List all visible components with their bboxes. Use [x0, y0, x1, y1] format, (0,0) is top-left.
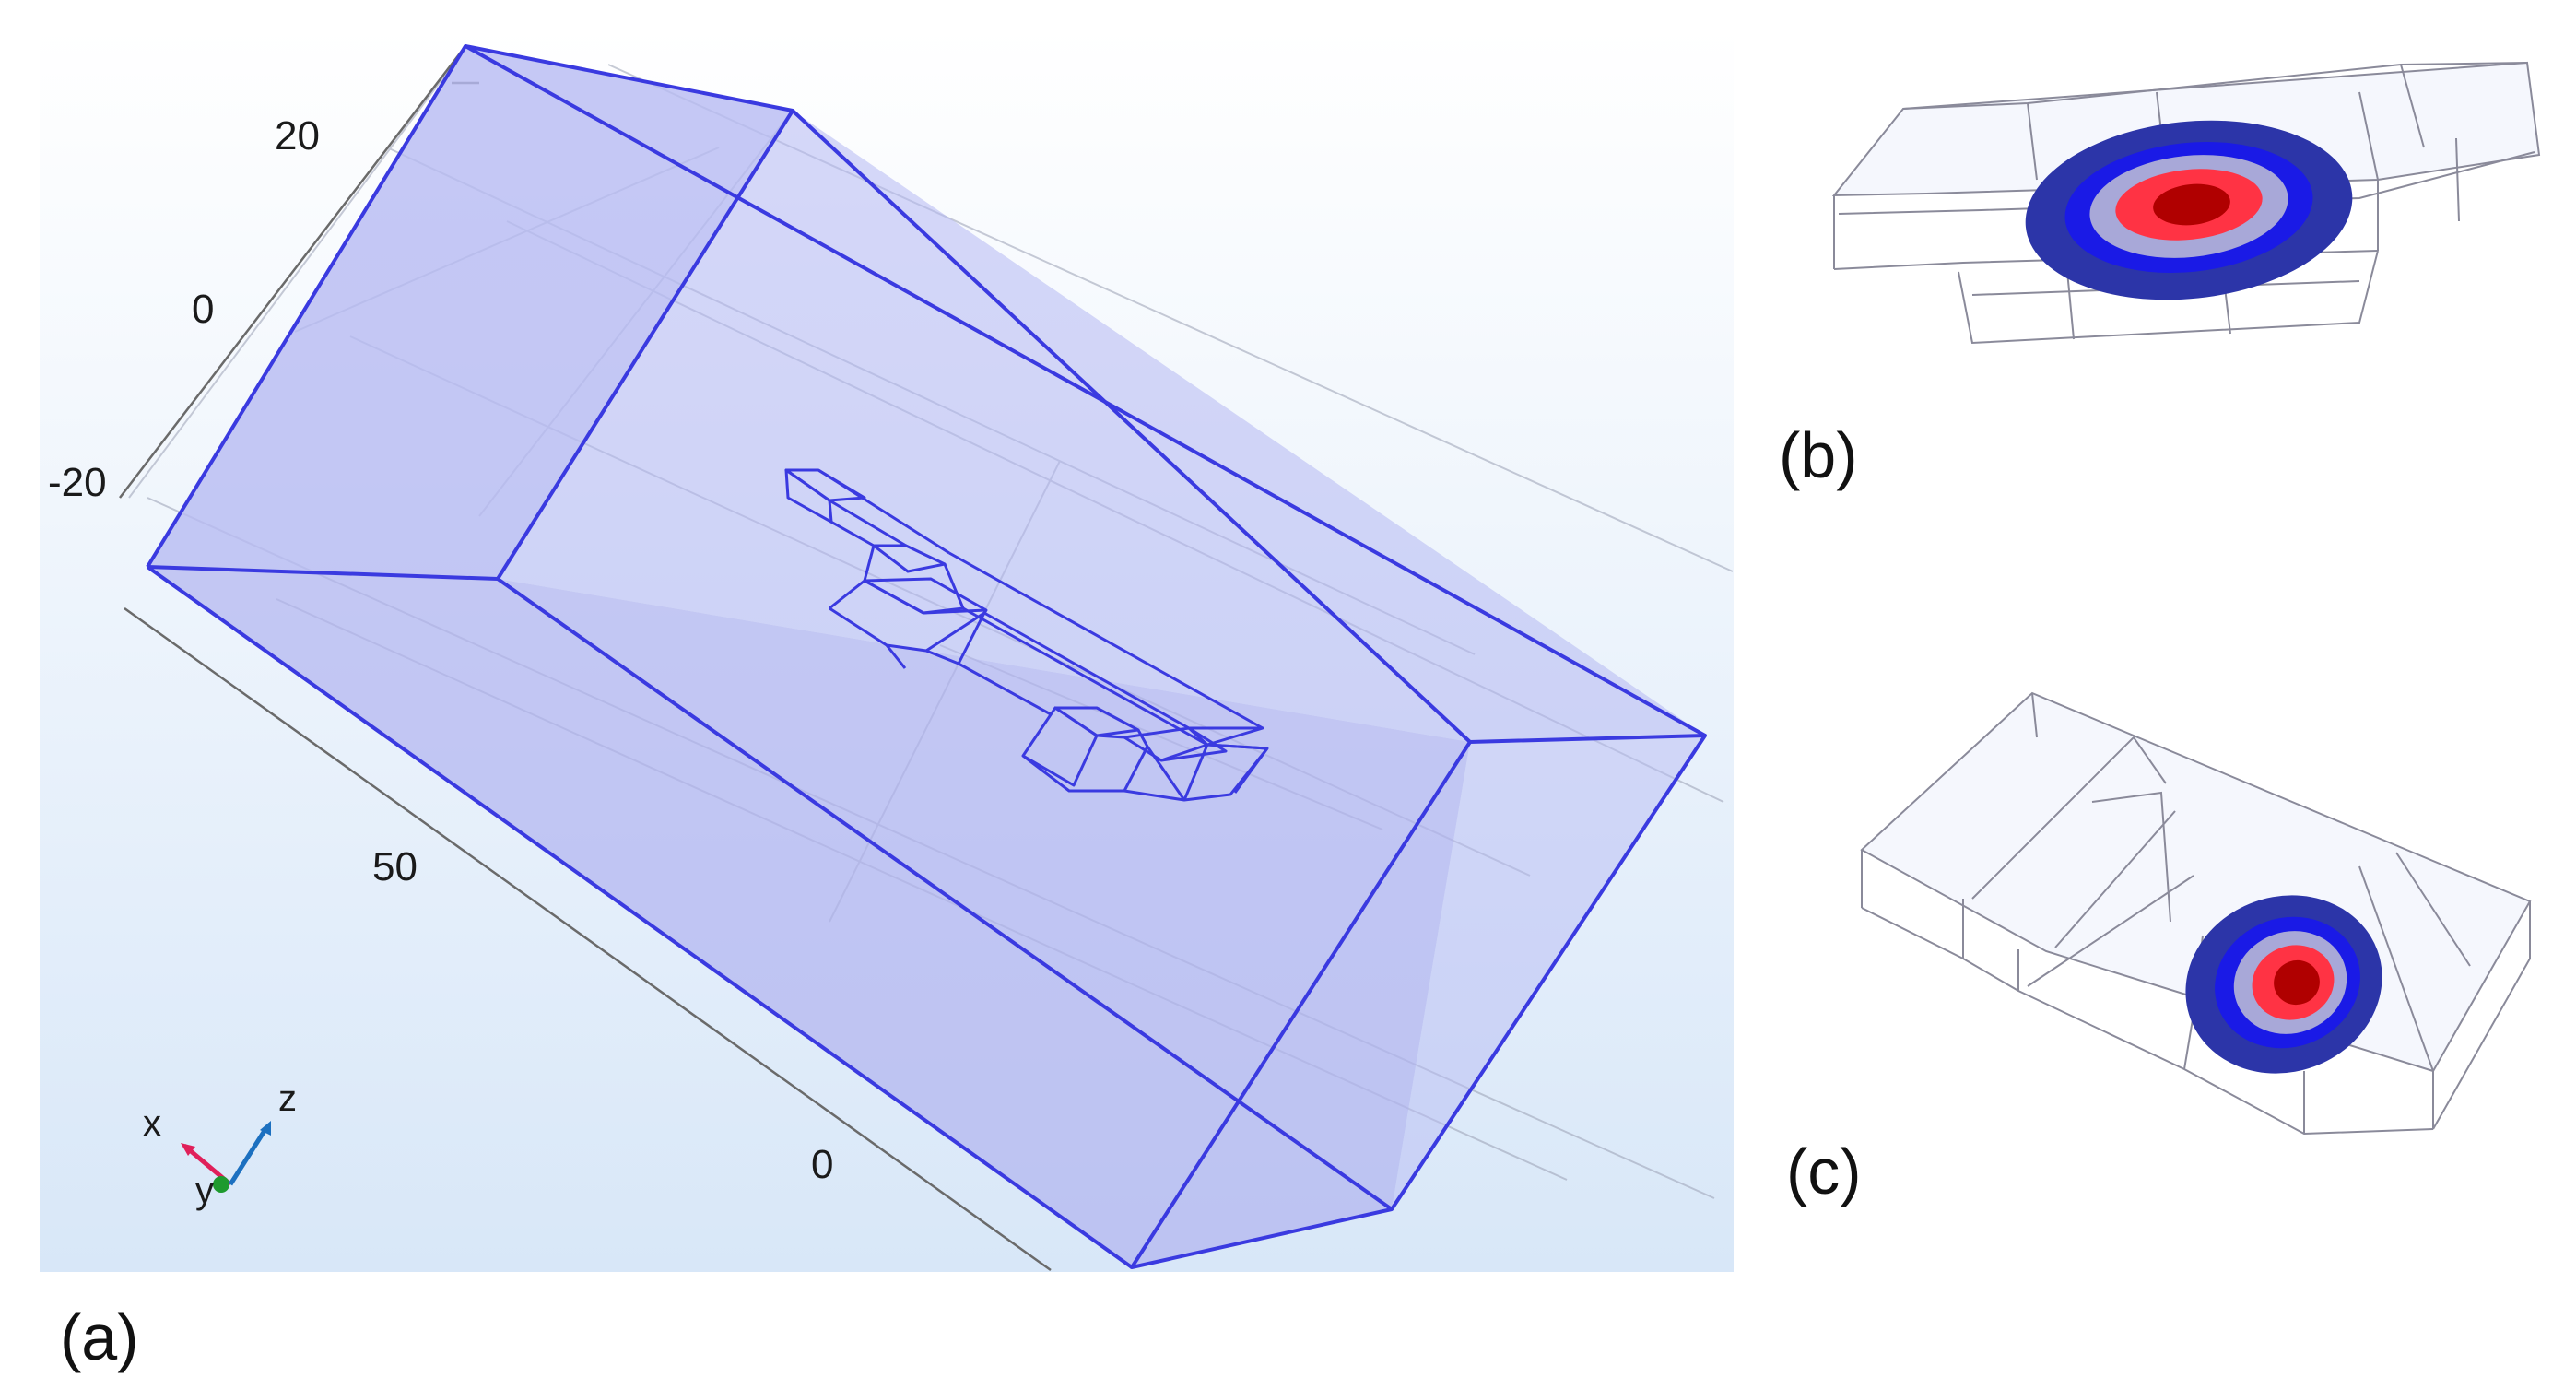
tick-label-vertical-neg20: -20 [48, 460, 107, 505]
panel-a: 20 0 -20 50 0 x y z (a) [40, 28, 1734, 1373]
panel-c: (c) [1786, 691, 2532, 1207]
triad-label-x: x [143, 1103, 161, 1144]
domain-face-main [147, 567, 1470, 1267]
coordinate-triad: x y z [143, 1078, 297, 1211]
field-profile-b [2025, 120, 2353, 300]
tick-label-lower-0: 0 [811, 1142, 833, 1187]
tick-label-lower-50: 50 [372, 844, 418, 889]
triad-label-y: y [195, 1171, 214, 1211]
triad-label-z: z [278, 1078, 297, 1119]
triad-z-arrow [260, 1121, 271, 1136]
domain-face-left [147, 46, 793, 579]
panel-b: (b) [1779, 61, 2541, 491]
tick-label-vertical-20: 20 [275, 113, 320, 159]
panel-label-c: (c) [1786, 1136, 1862, 1207]
panel-label-b: (b) [1779, 419, 1858, 491]
triad-x-arrow [181, 1143, 195, 1156]
waveguide-wireframe [784, 468, 1269, 802]
triad-y-dot [213, 1176, 229, 1193]
field-c-core-dark-red [2274, 959, 2320, 1006]
domain-edges [146, 44, 1707, 1269]
tick-label-vertical-0: 0 [192, 287, 214, 332]
field-profile-c [2185, 895, 2382, 1074]
triad-z-axis [228, 1124, 270, 1186]
panel-c-mesh [1860, 691, 2532, 1136]
panel-label-a: (a) [60, 1301, 139, 1373]
field-b-core-dark-red [2153, 183, 2230, 226]
